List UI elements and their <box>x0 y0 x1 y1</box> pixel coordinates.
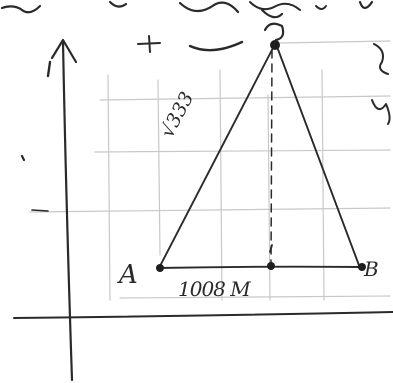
apex-right-line <box>279 40 391 44</box>
vertex-b-point <box>358 263 366 271</box>
side-a-b-base <box>156 265 363 269</box>
midpoint <box>267 262 275 270</box>
midpoint-tick <box>269 244 273 253</box>
apex-scribble <box>263 22 285 42</box>
altitude <box>270 49 273 267</box>
side-marks <box>20 60 52 212</box>
base-length-label: 1008 M <box>178 277 251 301</box>
side-a-apex <box>158 45 275 269</box>
top-scribbles <box>0 0 391 125</box>
vertex-a-label: A <box>119 260 138 290</box>
x-axis <box>13 311 393 319</box>
apex-point <box>270 40 280 50</box>
vertex-a-point <box>156 264 164 272</box>
triangle <box>156 40 391 269</box>
vertex-b-label: B <box>364 257 379 281</box>
grid-lines <box>29 69 391 301</box>
side-apex-b <box>275 43 361 269</box>
y-axis <box>50 38 78 382</box>
